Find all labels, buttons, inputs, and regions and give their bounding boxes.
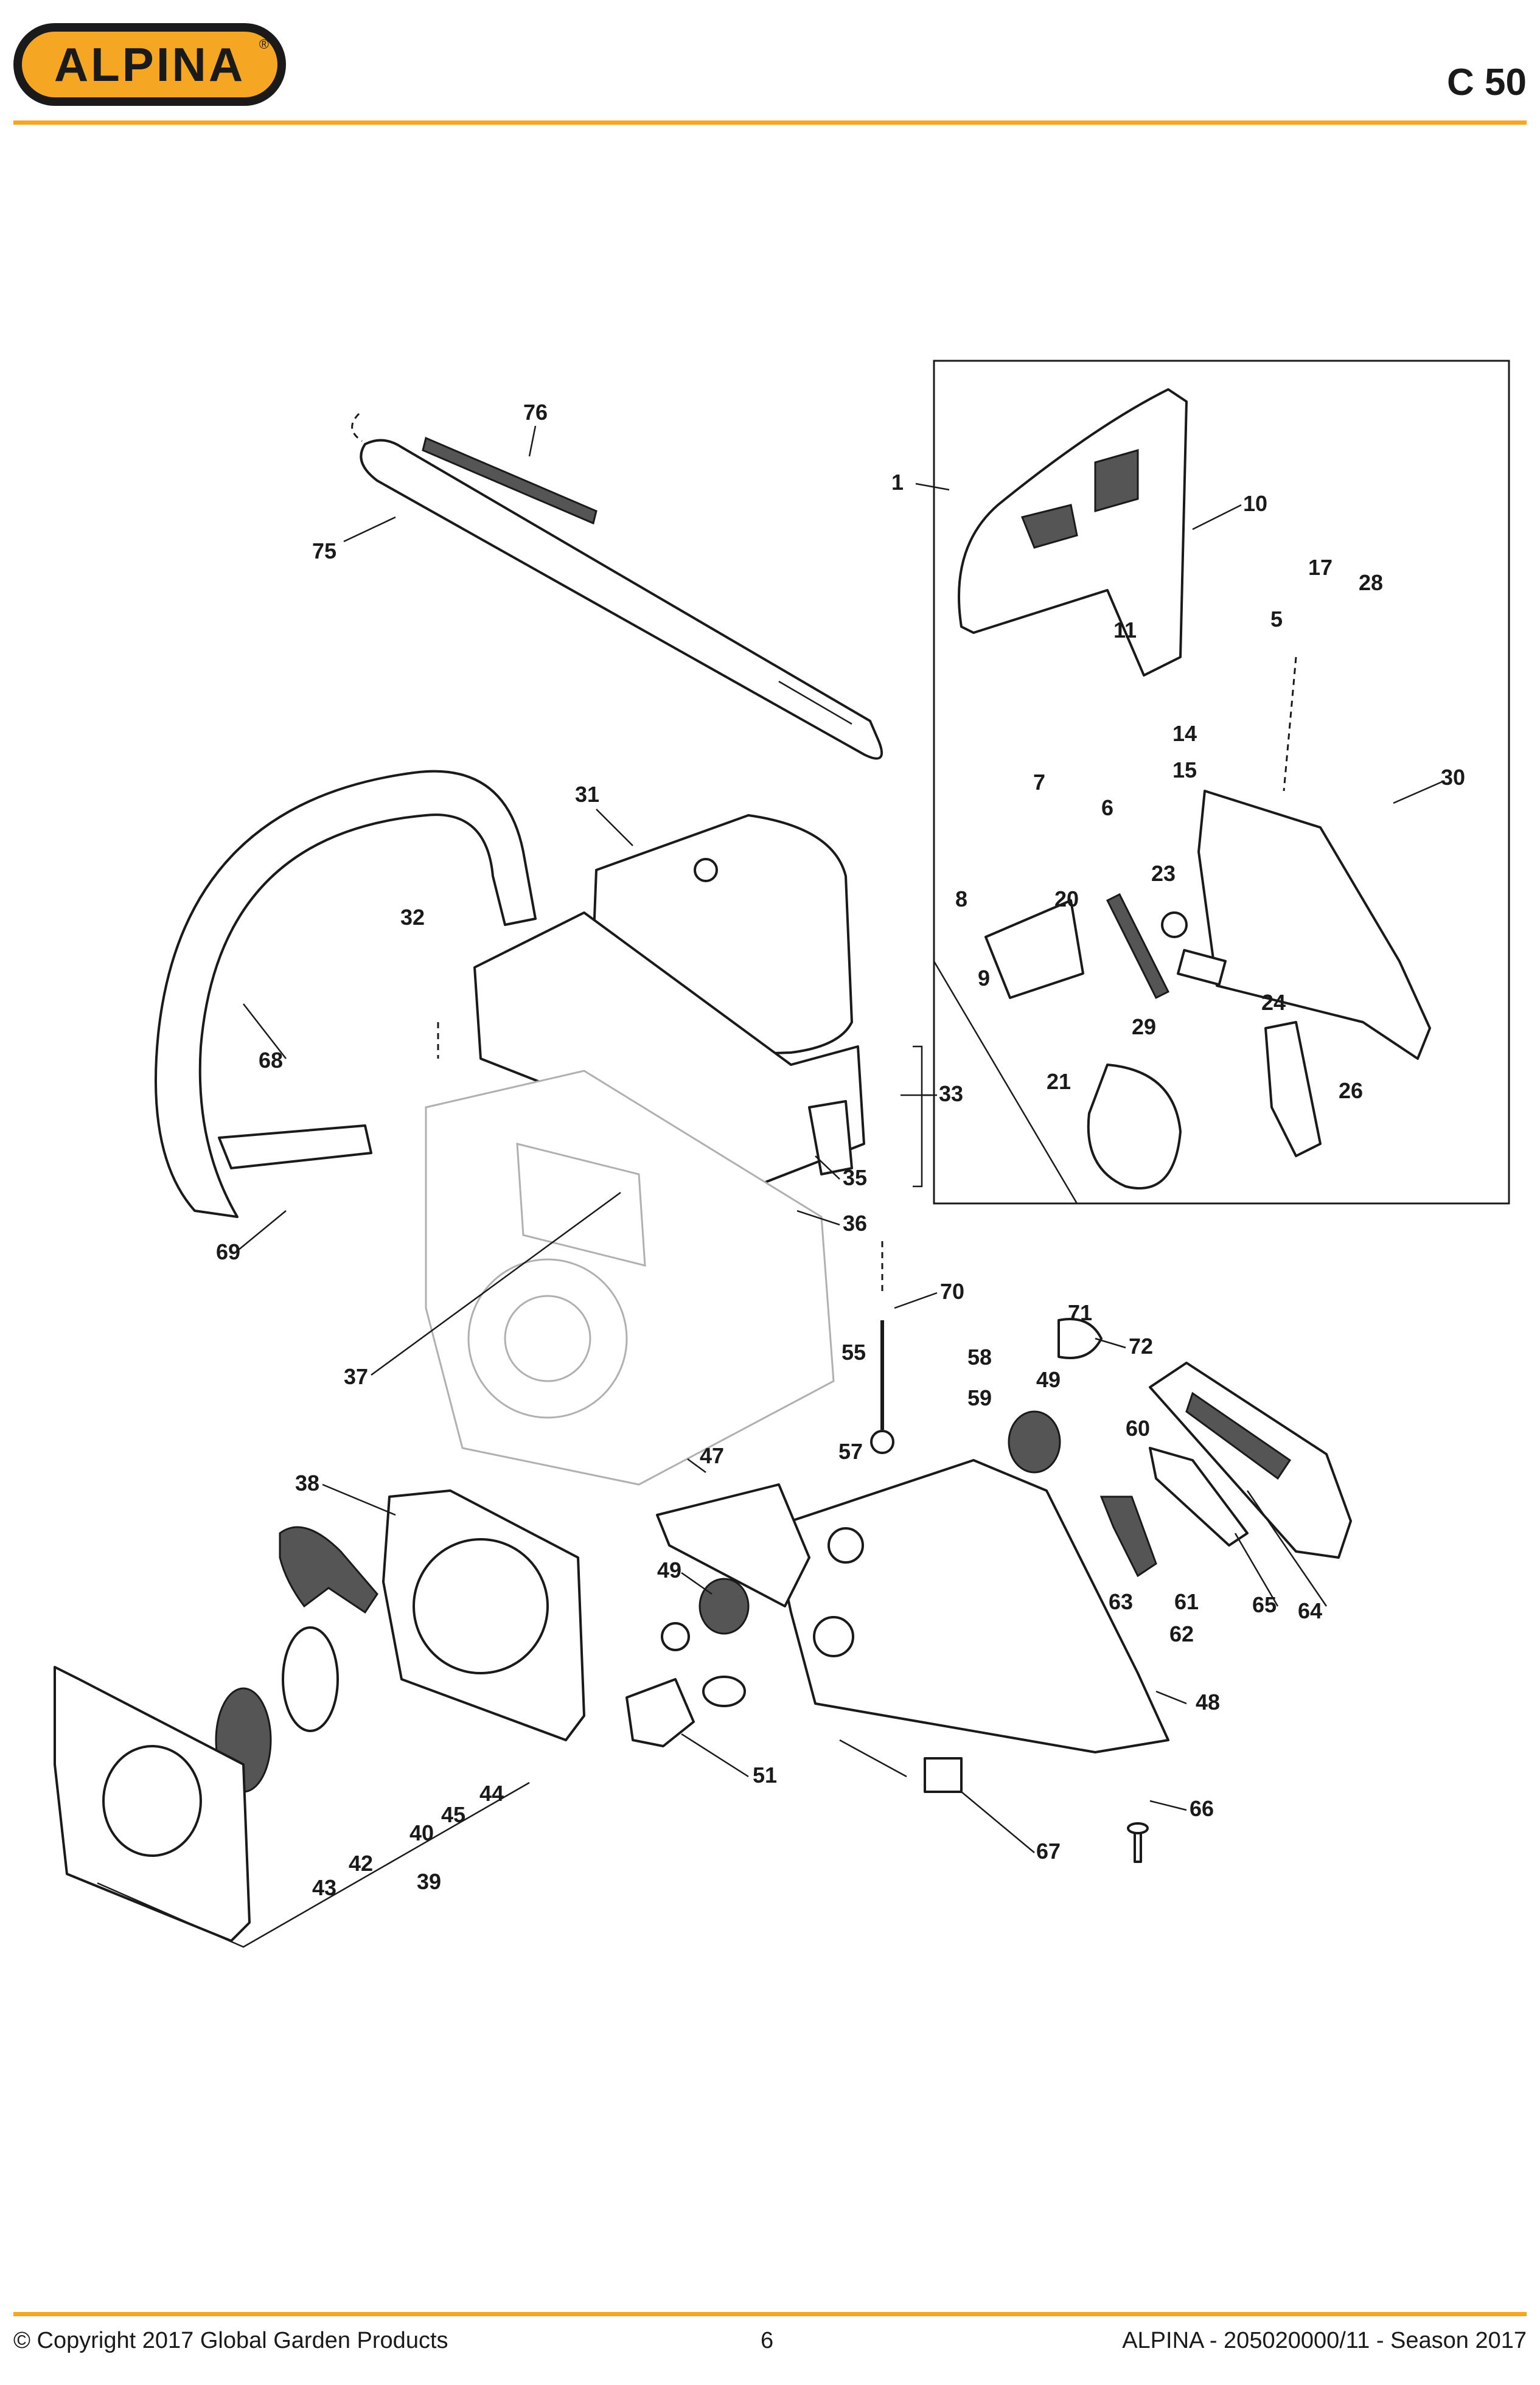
- svg-text:24: 24: [1261, 990, 1286, 1015]
- model-title: C 50: [1447, 61, 1527, 103]
- svg-text:6: 6: [1101, 795, 1113, 820]
- svg-text:65: 65: [1252, 1592, 1277, 1617]
- document-reference: ALPINA - 205020000/11 - Season 2017: [1122, 2328, 1527, 2353]
- oil-pump-bracket: [656, 1483, 810, 1607]
- svg-text:57: 57: [838, 1439, 863, 1464]
- svg-text:38: 38: [295, 1471, 319, 1495]
- chain-plate: [984, 899, 1084, 999]
- throttle-trigger: [1099, 1495, 1157, 1578]
- svg-text:36: 36: [843, 1211, 867, 1236]
- svg-text:37: 37: [344, 1364, 368, 1389]
- hand-guard: [958, 388, 1188, 677]
- svg-text:33: 33: [939, 1081, 963, 1106]
- svg-text:68: 68: [259, 1048, 283, 1073]
- starter-housing: [382, 1489, 585, 1741]
- copyright-text: © Copyright 2017 Global Garden Products: [13, 2328, 448, 2353]
- svg-text:49: 49: [1036, 1367, 1061, 1392]
- brake-spring: [1106, 893, 1170, 1000]
- svg-text:5: 5: [1270, 607, 1283, 632]
- starter-handle: [279, 1526, 378, 1614]
- svg-text:55: 55: [841, 1340, 866, 1365]
- svg-text:58: 58: [967, 1345, 992, 1370]
- registered-mark: ®: [259, 37, 269, 52]
- clutch-cover: [1161, 790, 1431, 1157]
- guide-bar: [351, 413, 883, 760]
- brand-logo: ALPINA ®: [13, 23, 286, 106]
- svg-text:30: 30: [1441, 765, 1465, 790]
- av-buffer-upper: [1008, 1410, 1061, 1474]
- svg-text:66: 66: [1190, 1796, 1214, 1821]
- svg-text:1: 1: [891, 470, 904, 495]
- chain-brake-group-box: [933, 360, 1510, 1205]
- svg-text:11: 11: [1113, 618, 1137, 642]
- svg-text:75: 75: [312, 538, 336, 563]
- svg-text:60: 60: [1126, 1416, 1150, 1441]
- svg-text:9: 9: [978, 966, 990, 991]
- svg-text:20: 20: [1054, 886, 1079, 911]
- svg-text:45: 45: [441, 1802, 465, 1827]
- bracket-39: [97, 1781, 530, 1948]
- page-number: 6: [761, 2328, 774, 2353]
- svg-text:23: 23: [1151, 861, 1176, 886]
- svg-text:64: 64: [1298, 1598, 1322, 1623]
- svg-text:40: 40: [409, 1820, 434, 1845]
- svg-text:62: 62: [1169, 1621, 1194, 1646]
- svg-text:10: 10: [1243, 491, 1267, 516]
- svg-text:61: 61: [1174, 1589, 1199, 1614]
- svg-text:44: 44: [479, 1781, 504, 1806]
- svg-text:76: 76: [523, 400, 548, 425]
- saw-chain: [422, 436, 598, 525]
- svg-text:51: 51: [753, 1763, 777, 1788]
- svg-text:48: 48: [1196, 1690, 1220, 1715]
- tank-cap: [625, 1676, 746, 1747]
- svg-text:70: 70: [940, 1279, 964, 1304]
- svg-text:47: 47: [700, 1443, 724, 1468]
- engine-block: [425, 1070, 835, 1486]
- svg-text:7: 7: [1033, 770, 1045, 795]
- footer-divider: [13, 2312, 1527, 2316]
- svg-text:15: 15: [1172, 757, 1197, 782]
- svg-text:39: 39: [417, 1869, 441, 1894]
- tank-housing: [772, 1459, 1169, 1753]
- av-buffer-lower: [661, 1578, 750, 1651]
- svg-text:29: 29: [1132, 1014, 1156, 1039]
- fan-cover: [54, 1666, 251, 1942]
- handle-screw: [1127, 1822, 1149, 1863]
- svg-text:21: 21: [1047, 1069, 1071, 1094]
- leader-lines: [234, 425, 1443, 1853]
- svg-text:31: 31: [575, 782, 599, 807]
- svg-text:59: 59: [967, 1385, 992, 1410]
- svg-text:49: 49: [657, 1558, 681, 1582]
- svg-text:8: 8: [955, 886, 967, 911]
- rear-handle-grip: [1149, 1362, 1352, 1559]
- brand-name: ALPINA: [54, 37, 246, 91]
- header-divider: [13, 120, 1527, 125]
- svg-text:32: 32: [400, 905, 425, 930]
- svg-text:14: 14: [1172, 721, 1197, 746]
- svg-text:17: 17: [1308, 555, 1333, 580]
- primer-bulb: [1057, 1318, 1103, 1359]
- svg-text:35: 35: [843, 1165, 867, 1190]
- bracket-33: [913, 1045, 931, 1188]
- svg-text:42: 42: [349, 1851, 373, 1876]
- brake-band: [1087, 1064, 1182, 1190]
- svg-text:63: 63: [1109, 1589, 1133, 1614]
- svg-text:28: 28: [1359, 570, 1383, 595]
- svg-text:67: 67: [1036, 1839, 1061, 1864]
- assembly-line: [1283, 656, 1297, 792]
- svg-text:71: 71: [1068, 1300, 1092, 1325]
- group-box-diagonal: [933, 961, 1078, 1204]
- front-handle: [155, 770, 537, 1218]
- oil-pump-rod: [870, 1320, 894, 1454]
- stop-switch: [924, 1757, 963, 1793]
- svg-text:72: 72: [1129, 1334, 1153, 1359]
- svg-text:26: 26: [1339, 1078, 1363, 1103]
